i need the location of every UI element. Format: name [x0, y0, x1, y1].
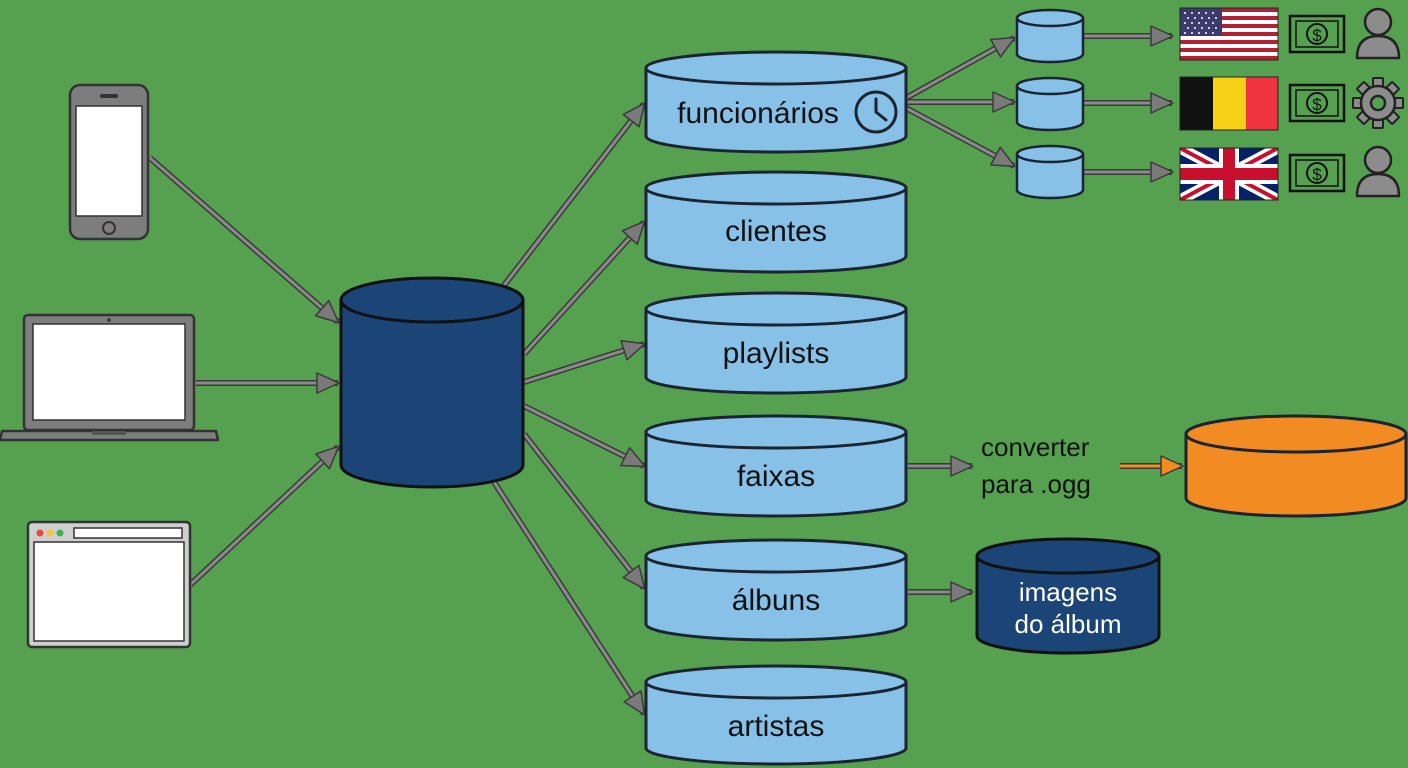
user-icon	[1355, 145, 1401, 198]
table-clientes-label: clientes	[725, 215, 827, 248]
table-clientes: clientes	[644, 170, 908, 274]
usa-flag-icon	[1179, 7, 1279, 61]
album-images-line1: imagens	[1019, 577, 1117, 607]
central-database	[339, 276, 525, 489]
ogg-storage-database	[1184, 414, 1408, 518]
belgium-flag-icon	[1179, 76, 1279, 131]
dollar-bill-icon: $	[1288, 83, 1346, 123]
gear-icon	[1352, 77, 1404, 129]
table-playlists-label: playlists	[723, 337, 830, 370]
table-artistas-label: artistas	[728, 710, 825, 743]
album-images-line2: do álbum	[1015, 609, 1122, 639]
table-albuns-label: álbuns	[732, 584, 820, 617]
dollar-bill-icon: $	[1288, 14, 1346, 54]
dollar-bill-icon: $	[1288, 153, 1346, 193]
dollar-symbol: $	[1312, 165, 1322, 184]
table-faixas-label: faixas	[737, 460, 815, 493]
table-funcionarios-label: funcionários	[677, 97, 839, 130]
converter-label: converter para .ogg	[981, 432, 1091, 499]
converter-line2: para .ogg	[981, 469, 1091, 499]
table-artistas: artistas	[644, 664, 908, 766]
browser-window-icon	[26, 520, 192, 649]
converter-line1: converter	[981, 432, 1090, 462]
regional-db-uk	[1015, 144, 1085, 200]
dollar-symbol: $	[1312, 95, 1322, 114]
phone-icon	[68, 83, 150, 241]
table-albuns: álbuns	[644, 538, 908, 642]
regional-db-be	[1015, 76, 1085, 132]
user-icon	[1355, 7, 1401, 60]
dollar-symbol: $	[1312, 26, 1322, 45]
laptop-icon	[0, 313, 220, 442]
table-playlists: playlists	[644, 291, 908, 395]
table-faixas: faixas	[644, 414, 908, 518]
regional-db-us	[1015, 8, 1085, 64]
clock-icon	[854, 90, 898, 134]
arrows	[148, 25, 1184, 716]
table-funcionarios: funcionários	[644, 50, 908, 154]
uk-flag-icon	[1179, 147, 1279, 201]
album-images-database: imagens do álbum	[975, 537, 1161, 655]
